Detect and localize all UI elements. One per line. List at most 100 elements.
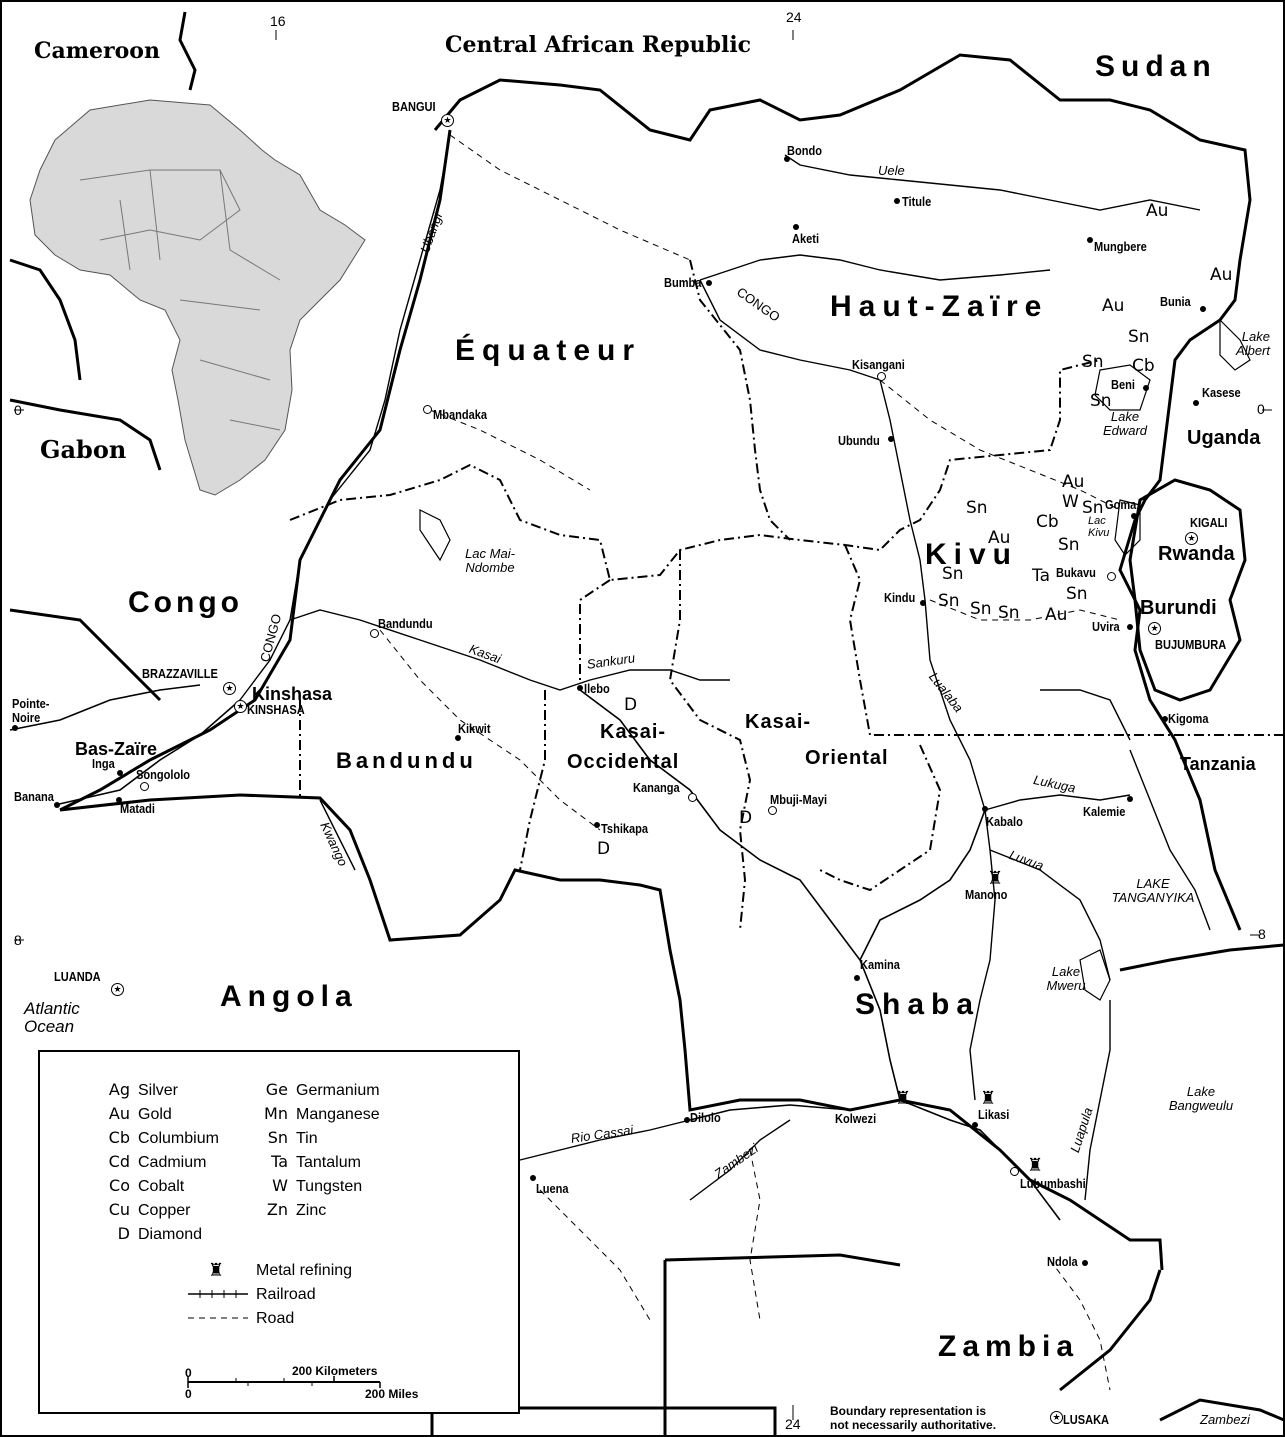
- city-label: Kamina: [860, 957, 900, 972]
- railroad-symbol: [188, 1290, 248, 1298]
- city-marker: [370, 629, 379, 638]
- mineral-symbol: Sn: [998, 603, 1020, 623]
- city-label: Kasese: [1202, 385, 1241, 400]
- lake-label: Lac Kivu: [1088, 515, 1110, 540]
- city-label: Uvira: [1092, 619, 1120, 634]
- refinery-icon: ♜: [1027, 1155, 1044, 1175]
- city-marker: [920, 600, 926, 606]
- refinery-icon: ♜: [208, 1260, 225, 1280]
- city-marker: [577, 685, 583, 691]
- capital-marker: ★: [1050, 1411, 1063, 1424]
- mineral-symbol: Sn: [1066, 584, 1088, 604]
- legend-item-metal-refining: Metal refining: [256, 1262, 353, 1279]
- city-marker: [972, 1122, 978, 1128]
- country-label-uganda: Uganda: [1187, 427, 1261, 449]
- river-label: Zambezi: [1200, 1412, 1250, 1427]
- city-label: BRAZZAVILLE: [142, 666, 218, 681]
- mineral-symbol: Cb: [1036, 512, 1059, 532]
- city-label: Aketi: [792, 231, 820, 246]
- scale-bar: [187, 1376, 381, 1388]
- mineral-symbol: Au: [1045, 605, 1068, 625]
- city-label: Kikwit: [458, 721, 491, 736]
- mineral-symbol: D: [739, 808, 753, 828]
- scale-km: 200 Kilometers: [292, 1364, 378, 1378]
- capital-marker: ★: [234, 700, 247, 713]
- city-marker: [894, 198, 900, 204]
- city-marker: [1127, 796, 1133, 802]
- region-label-kasai-or-2: Oriental: [805, 747, 889, 769]
- lake-label: Lake Edward: [1102, 409, 1148, 439]
- country-label-gabon: Gabon: [40, 435, 127, 464]
- city-marker: [1193, 400, 1199, 406]
- mineral-symbol: Au: [1210, 265, 1233, 285]
- city-label: Titule: [902, 194, 932, 209]
- city-marker: [784, 156, 790, 162]
- city-marker: [768, 806, 777, 815]
- coord-label: 16: [270, 13, 286, 29]
- city-label: LUSAKA: [1063, 1412, 1110, 1427]
- city-label: Kalemie: [1083, 804, 1126, 819]
- region-label-bandundu: Bandundu: [336, 748, 477, 773]
- city-label: Inga: [92, 756, 115, 771]
- country-label-congo: Congo: [128, 586, 243, 619]
- region-label-kasai-occ-1: Kasai-: [600, 721, 667, 743]
- refinery-icon: ♜: [895, 1088, 912, 1108]
- city-marker: [54, 802, 60, 808]
- rivers: [239, 134, 1211, 1201]
- city-marker: [423, 405, 432, 414]
- provincial-boundaries: [289, 259, 1284, 931]
- city-label: Dilolo: [690, 1110, 721, 1125]
- city-marker: [982, 806, 988, 812]
- city-label: Ubundu: [838, 433, 880, 448]
- legend-item-railroad: Railroad: [256, 1286, 316, 1303]
- city-label: Mbandaka: [433, 407, 488, 422]
- country-label-sudan: Sudan: [1095, 50, 1217, 83]
- city-label: Likasi: [978, 1107, 1010, 1122]
- city-label: Banana: [14, 789, 54, 804]
- mineral-symbol: Sn: [938, 591, 960, 611]
- country-label-angola: Angola: [220, 980, 358, 1013]
- africa-inset: [29, 99, 366, 496]
- legend-item-road: Road: [256, 1310, 295, 1327]
- city-marker: [706, 280, 712, 286]
- mineral-symbol: Au: [1102, 296, 1125, 316]
- city-label: Ndola: [1047, 1254, 1078, 1269]
- city-label: Kananga: [633, 780, 680, 795]
- city-marker: [1127, 624, 1133, 630]
- city-label: Goma: [1105, 497, 1137, 512]
- city-marker: [140, 782, 149, 791]
- lake-label: Lake Bangweulu: [1168, 1084, 1234, 1114]
- refinery-icon: ♜: [987, 868, 1004, 888]
- city-marker: [888, 436, 894, 442]
- city-marker: [455, 735, 461, 741]
- city-marker: [1082, 1260, 1088, 1266]
- city-marker: [1087, 237, 1093, 243]
- city-label: Matadi: [120, 801, 155, 816]
- region-label-kivu: Kivu: [925, 538, 1019, 571]
- city-marker: [877, 372, 886, 381]
- mineral-symbol: D: [597, 839, 611, 859]
- region-label-haut-zaire: Haut-Zaïre: [830, 290, 1049, 323]
- city-label: Kigoma: [1168, 711, 1209, 726]
- capital-marker: ★: [1148, 622, 1161, 635]
- graticule-ticks: [14, 30, 1272, 1420]
- mineral-symbol: Au: [1062, 472, 1085, 492]
- country-label-zambia: Zambia: [938, 1330, 1080, 1363]
- city-marker: [1010, 1167, 1019, 1176]
- mineral-symbol: Sn: [1082, 498, 1104, 518]
- coord-label: 0: [1257, 401, 1265, 417]
- city-label: Kabalo: [986, 814, 1023, 829]
- city-label: Beni: [1111, 377, 1135, 392]
